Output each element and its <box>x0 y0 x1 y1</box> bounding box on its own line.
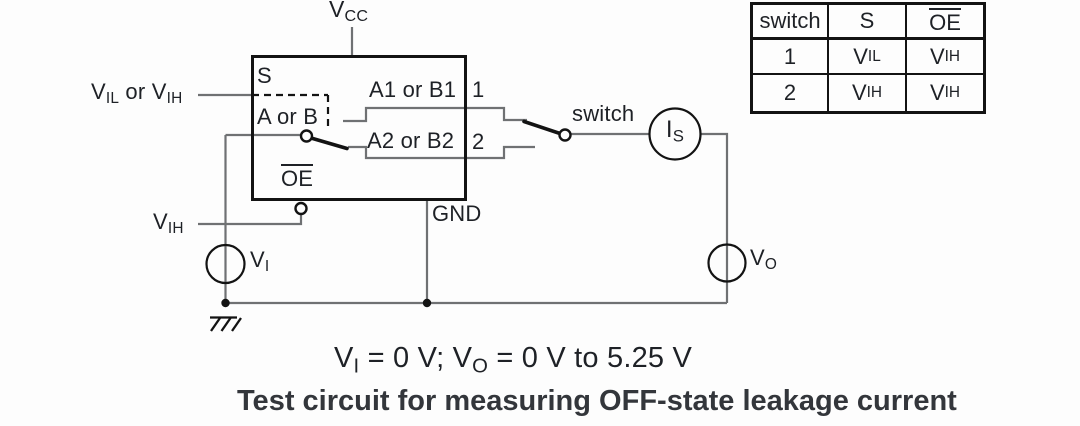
table-header-switch: switch <box>753 5 829 40</box>
vo-label-sub: O <box>764 256 778 273</box>
vil-label-sub: IL <box>105 90 120 107</box>
external-pole-contact-circle <box>558 128 572 142</box>
is-to-vo-wire <box>571 132 729 303</box>
is-label-base: I <box>665 116 673 143</box>
switch-label: switch <box>572 101 635 126</box>
pin2-number-label: 2 <box>472 129 485 154</box>
vih-label-sub: IH <box>166 90 183 107</box>
vi-label-base: V <box>250 247 265 272</box>
cond-v1: V <box>334 342 354 374</box>
is-label-sub: S <box>672 126 685 146</box>
cond-sub1: I <box>353 355 360 378</box>
device-box <box>251 55 467 201</box>
wires <box>198 27 729 305</box>
pin1-wire <box>343 106 527 123</box>
vih-wire <box>198 214 303 226</box>
vil-label-mid: or V <box>119 79 167 104</box>
vo-source-label: VO <box>750 245 777 273</box>
vo-label-base: V <box>750 245 765 270</box>
vil-or-vih-label: VIL or VIH <box>91 79 182 107</box>
test-conditions-text: VI = 0 V; VO = 0 V to 5.25 V <box>334 342 693 377</box>
vil-label-v: V <box>91 79 106 104</box>
vi-source-label: VI <box>250 247 269 275</box>
oe-pin-label: OE <box>281 164 314 191</box>
vi-source-circle <box>205 243 246 285</box>
internal-pole-contact-circle <box>299 129 314 143</box>
table-row1-switch: 1 <box>753 40 829 75</box>
gnd-pin-label: GND <box>432 201 482 226</box>
table-header-oe-text: OE <box>929 8 961 35</box>
vih-label-base: V <box>153 209 168 234</box>
oe-pin-label-text: OE <box>281 164 314 191</box>
vcc-label: VCC <box>329 0 368 24</box>
vih-label: VIH <box>153 209 184 237</box>
is-current-source-circle <box>648 107 702 161</box>
cond-mid: = 0 V; V <box>359 342 473 374</box>
vcc-label-base: V <box>329 0 345 22</box>
vo-source-circle <box>707 243 747 283</box>
pin1-number-label: 1 <box>472 77 485 102</box>
is-source-label: IS <box>655 116 695 146</box>
vi-label-sub: I <box>264 258 270 275</box>
s-control-dashed-line <box>252 93 330 128</box>
a-or-b-label: A or B <box>257 104 319 129</box>
junction-dot-gnd <box>422 298 432 308</box>
external-switch-blade <box>522 119 562 136</box>
vcc-label-sub: CC <box>344 7 369 26</box>
junction-dot-left <box>221 298 230 308</box>
pin1-name-label: A1 or B1 <box>369 77 457 102</box>
figure-caption: Test circuit for measuring OFF-state lea… <box>237 385 957 417</box>
cond-tail: = 0 V to 5.25 V <box>488 342 693 374</box>
pin2-wire <box>348 145 535 160</box>
internal-switch-blade <box>309 136 349 151</box>
cond-sub2: O <box>472 355 489 378</box>
ground-symbol <box>210 316 242 332</box>
oe-pin-contact-circle <box>294 201 308 216</box>
table-header-s: S <box>829 5 907 40</box>
table-row2-switch: 2 <box>753 75 829 111</box>
table-header-oe: OE <box>907 5 983 40</box>
s-pin-label: S <box>257 63 272 88</box>
pin2-name-label: A2 or B2 <box>367 128 455 153</box>
vih-label-subscript: IH <box>167 220 184 237</box>
